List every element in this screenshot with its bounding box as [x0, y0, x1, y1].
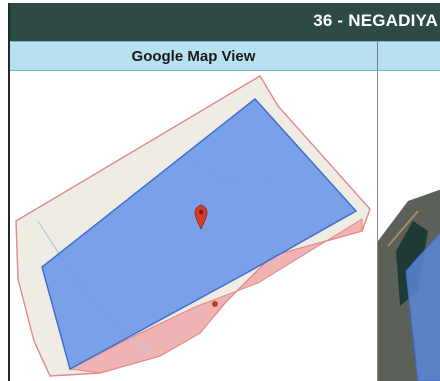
satellite-panel[interactable] [378, 71, 440, 381]
terrain-area [68, 218, 363, 374]
page-title: 36 - NEGADIYA [313, 11, 438, 30]
google-map-canvas[interactable] [10, 71, 378, 381]
boundary-polygon[interactable] [41, 97, 358, 371]
satellite-terrain-dark [396, 221, 428, 306]
satellite-canvas[interactable] [378, 71, 440, 381]
satellite-view-header [378, 41, 440, 71]
satellite-boundary [405, 232, 440, 381]
google-map-view-label: Google Map View [131, 48, 256, 65]
google-map-view-header: Google Map View [10, 41, 378, 71]
title-bar: 36 - NEGADIYA [10, 3, 440, 41]
satellite-edge [387, 210, 419, 247]
google-map-panel[interactable] [10, 71, 378, 381]
marker-dot [212, 301, 218, 307]
map-pin-icon[interactable] [194, 204, 208, 230]
map-comparison-frame: 36 - NEGADIYA Google Map View [8, 3, 440, 381]
